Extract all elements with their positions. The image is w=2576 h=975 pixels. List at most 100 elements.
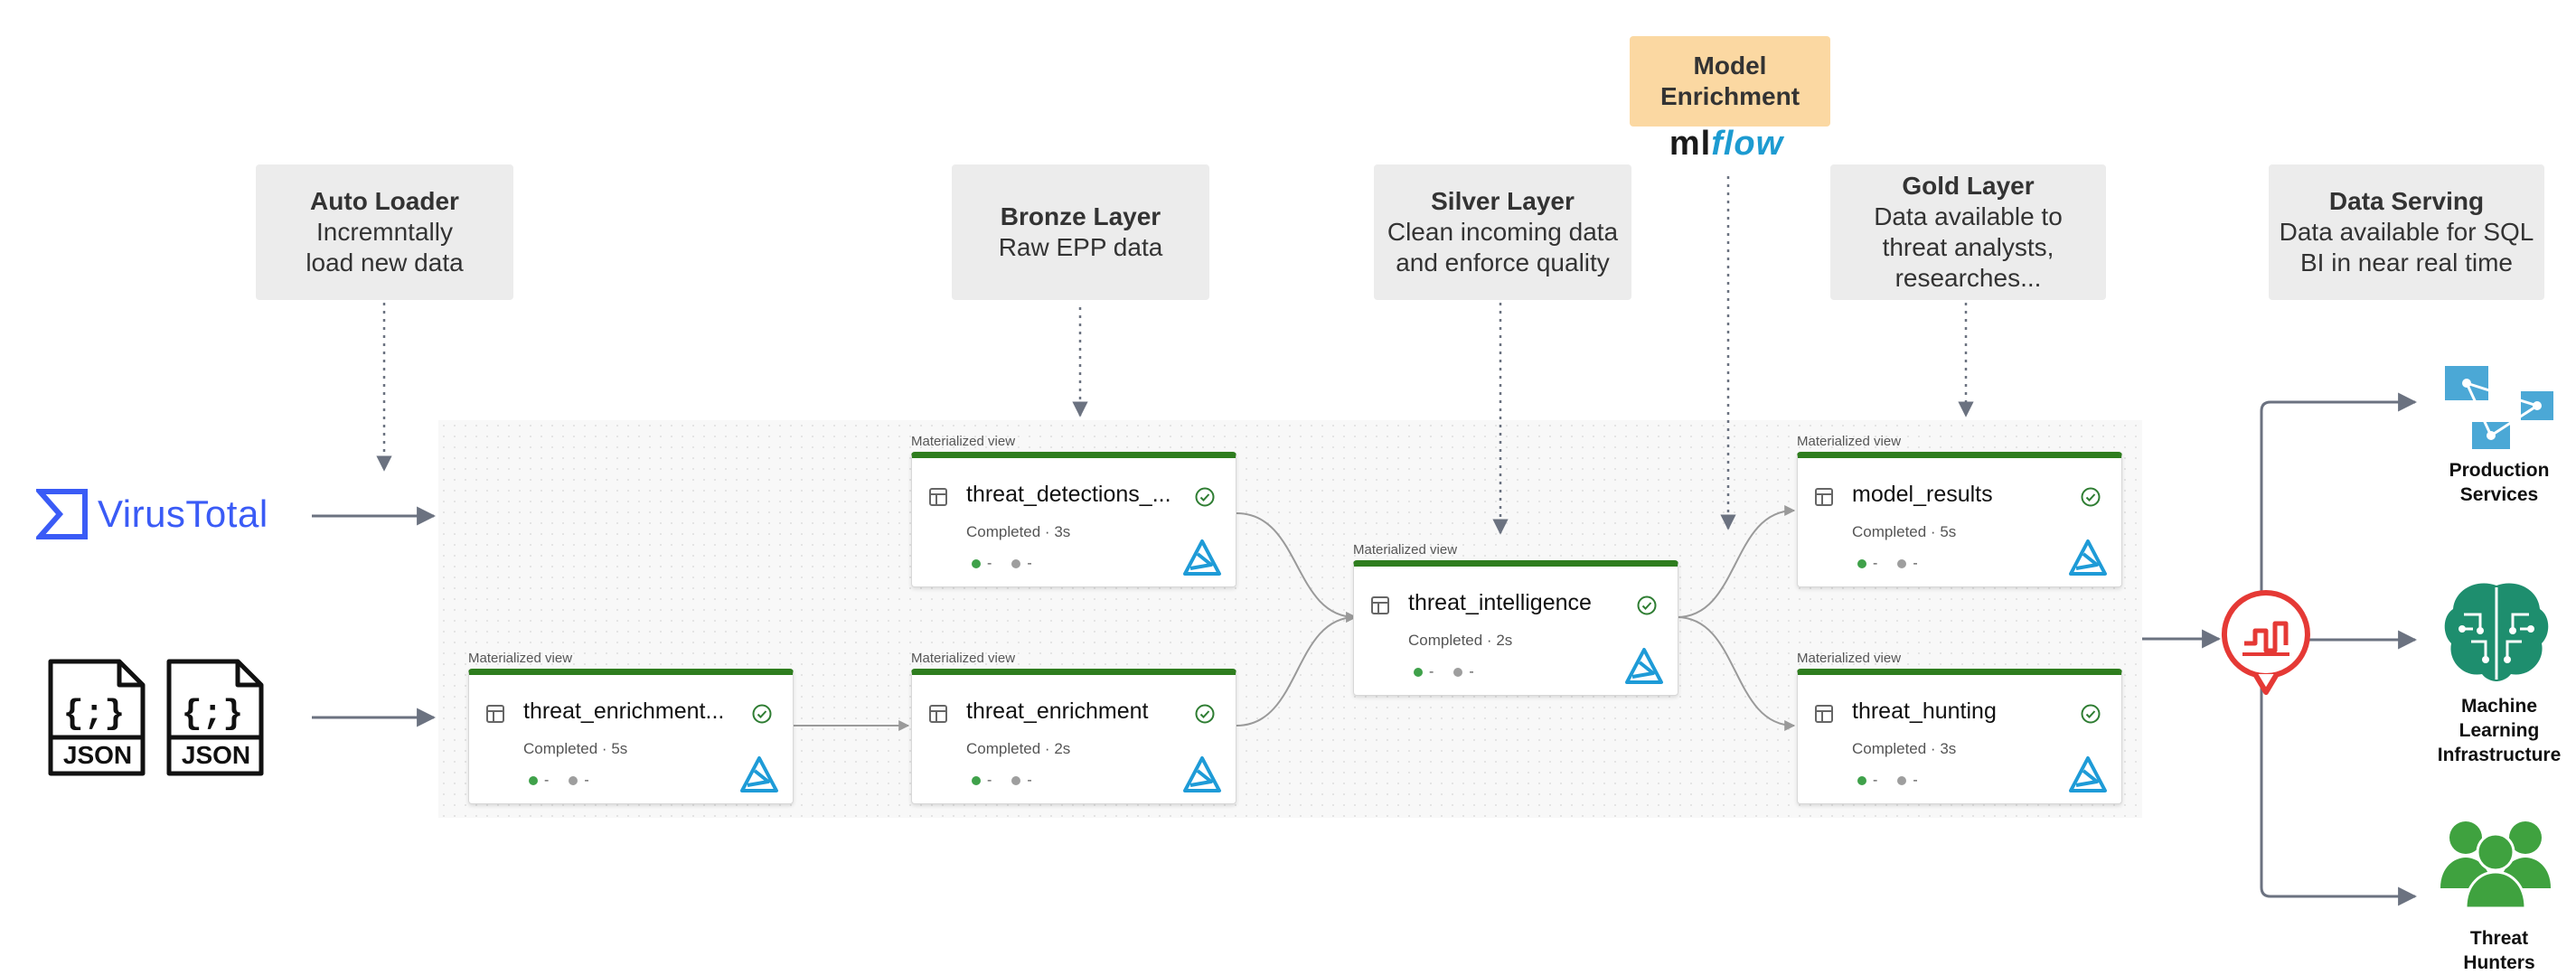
silver-layer-line2: and enforce quality [1396, 248, 1610, 277]
node-name: threat_hunting [1852, 698, 1997, 724]
node-stats: -- [529, 773, 589, 789]
mv-label: Materialized view [468, 651, 573, 666]
ml-infrastructure-label: Machine Learning Infrastructure [2400, 694, 2576, 767]
delta-live-tables-icon [1183, 756, 1221, 792]
grey-dot-icon [1011, 776, 1021, 785]
pipeline-node-threat-enrichment[interactable]: threat_enrichment Completed · 2s -- [911, 669, 1236, 804]
auto-loader-box: Auto Loader Incremntally load new data [256, 164, 513, 300]
table-icon [929, 488, 947, 506]
table-icon [1371, 596, 1389, 614]
edge-intelligence-to-model [1676, 505, 1796, 618]
delta-live-tables-icon [1183, 539, 1221, 576]
data-serving-line2: BI in near real time [2300, 248, 2513, 277]
json-file-2-label: JSON [181, 741, 251, 769]
svg-text:{;}: {;} [182, 695, 243, 734]
bronze-layer-line1: Raw EPP data [998, 233, 1163, 261]
node-stat-grey: - [584, 773, 589, 788]
auto-loader-line1: Incremntally [316, 218, 453, 246]
grey-dot-icon [1897, 559, 1907, 568]
node-status: Completed · 5s [1852, 523, 1957, 540]
model-enrichment-title2: Enrichment [1659, 82, 1800, 110]
mlflow-logo-ml: ml [1669, 125, 1712, 163]
table-icon [1815, 705, 1833, 723]
pipeline-node-threat-enrichment-raw[interactable]: threat_enrichment... Completed · 5s -- [468, 669, 794, 804]
hunters-line2: Hunters [2463, 952, 2535, 973]
virustotal-wordmark: VirusTotal [98, 492, 268, 535]
green-dot-icon [529, 776, 538, 785]
edge-enrichment-to-intelligence [1236, 612, 1358, 727]
data-serving-box: Data Serving Data available for SQL BI i… [2269, 164, 2544, 300]
gold-layer-title: Gold Layer [1902, 172, 2035, 200]
grey-dot-icon [1011, 559, 1021, 568]
ml-line3: Infrastructure [2437, 745, 2562, 765]
green-dot-icon [1857, 559, 1866, 568]
network-services-icon [2445, 366, 2553, 449]
data-serving-title: Data Serving [2328, 187, 2485, 215]
mlflow-logo-flow: flow [1711, 125, 1784, 163]
pipeline-node-threat-hunting[interactable]: threat_hunting Completed · 3s -- [1797, 669, 2122, 804]
green-dot-icon [972, 559, 981, 568]
node-stat-green: - [987, 773, 992, 788]
node-stat-green: - [987, 556, 992, 571]
bronze-layer-box: Bronze Layer Raw EPP data [952, 164, 1209, 300]
model-enrichment-box: Model Enrichment [1630, 36, 1830, 127]
node-stat-grey: - [1469, 664, 1474, 680]
silver-layer-title: Silver Layer [1431, 187, 1575, 215]
production-line2: Services [2459, 484, 2539, 505]
node-name: threat_enrichment... [523, 698, 725, 724]
check-circle-icon [2081, 704, 2101, 724]
node-stats: -- [1857, 556, 1918, 572]
node-name: threat_intelligence [1408, 590, 1592, 615]
delta-live-tables-icon [2069, 539, 2107, 576]
silver-layer-box: Silver Layer Clean incoming data and enf… [1374, 164, 1631, 300]
mlflow-logo: mlflow [1627, 125, 1826, 164]
check-circle-icon [1637, 595, 1657, 615]
node-stat-green: - [544, 773, 550, 788]
threat-hunters-label: Threat Hunters [2400, 926, 2576, 975]
user-group-icon [2440, 821, 2551, 908]
grey-dot-icon [569, 776, 578, 785]
production-services-label: Production Services [2400, 458, 2576, 507]
pipeline-node-threat-detections[interactable]: threat_detections_... Completed · 3s -- [911, 452, 1236, 587]
node-status: Completed · 3s [966, 523, 1071, 540]
table-icon [1815, 488, 1833, 506]
green-dot-icon [1857, 776, 1866, 785]
ml-line1: Machine [2460, 696, 2538, 717]
production-line1: Production [2449, 460, 2550, 481]
delta-live-tables-icon [740, 756, 778, 792]
node-status: Completed · 5s [523, 740, 628, 757]
auto-loader-title: Auto Loader [310, 187, 459, 215]
node-stats: -- [1857, 773, 1918, 789]
silver-layer-line1: Clean incoming data [1387, 218, 1619, 246]
node-stat-grey: - [1913, 773, 1918, 788]
table-icon [486, 705, 504, 723]
grey-dot-icon [1453, 668, 1463, 677]
node-name: threat_enrichment [966, 698, 1149, 724]
node-stats: -- [1414, 664, 1474, 680]
node-stats: -- [972, 556, 1032, 572]
delta-live-tables-icon [1625, 648, 1663, 684]
edge-detections-to-intelligence [1236, 512, 1358, 623]
node-status: Completed · 2s [966, 740, 1071, 757]
check-circle-icon [1195, 704, 1215, 724]
node-status: Completed · 3s [1852, 740, 1957, 757]
pipeline-node-model-results[interactable]: model_results Completed · 5s -- [1797, 452, 2122, 587]
hub-to-hunters-arrow [2260, 669, 2418, 906]
bronze-layer-title: Bronze Layer [1000, 202, 1161, 230]
mv-label: Materialized view [911, 651, 1016, 666]
node-stat-green: - [1873, 556, 1878, 571]
check-circle-icon [752, 704, 772, 724]
mv-label: Materialized view [1797, 434, 1902, 449]
mv-label: Materialized view [911, 434, 1016, 449]
mv-label: Materialized view [1353, 542, 1458, 558]
ml-line2: Learning [2458, 720, 2540, 741]
node-name: model_results [1852, 482, 1993, 507]
svg-text:{;}: {;} [63, 695, 125, 734]
node-stat-green: - [1873, 773, 1878, 788]
data-serving-line1: Data available for SQL [2279, 218, 2534, 246]
pipeline-node-threat-intelligence[interactable]: threat_intelligence Completed · 2s -- [1353, 560, 1678, 696]
analytics-hub-icon [2221, 590, 2310, 695]
table-icon [929, 705, 947, 723]
hub-to-production-arrow [2260, 392, 2418, 614]
